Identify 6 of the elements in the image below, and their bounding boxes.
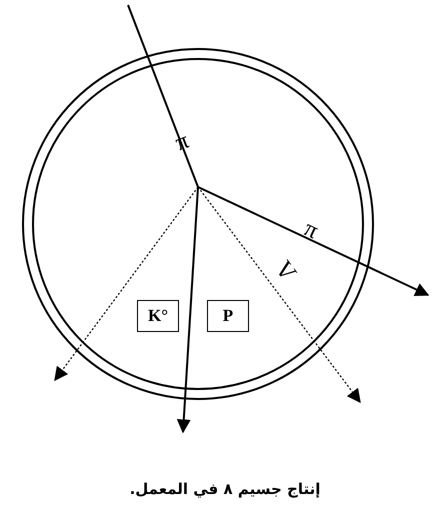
particle-box: K° (137, 300, 179, 332)
caption: إنتاج جسيم ٨ في المعمل. (128, 480, 322, 498)
particle-box: P (207, 300, 249, 332)
particle-label: π (172, 128, 192, 156)
particle-label: π (300, 216, 322, 244)
particle-label: Λ (272, 256, 302, 284)
